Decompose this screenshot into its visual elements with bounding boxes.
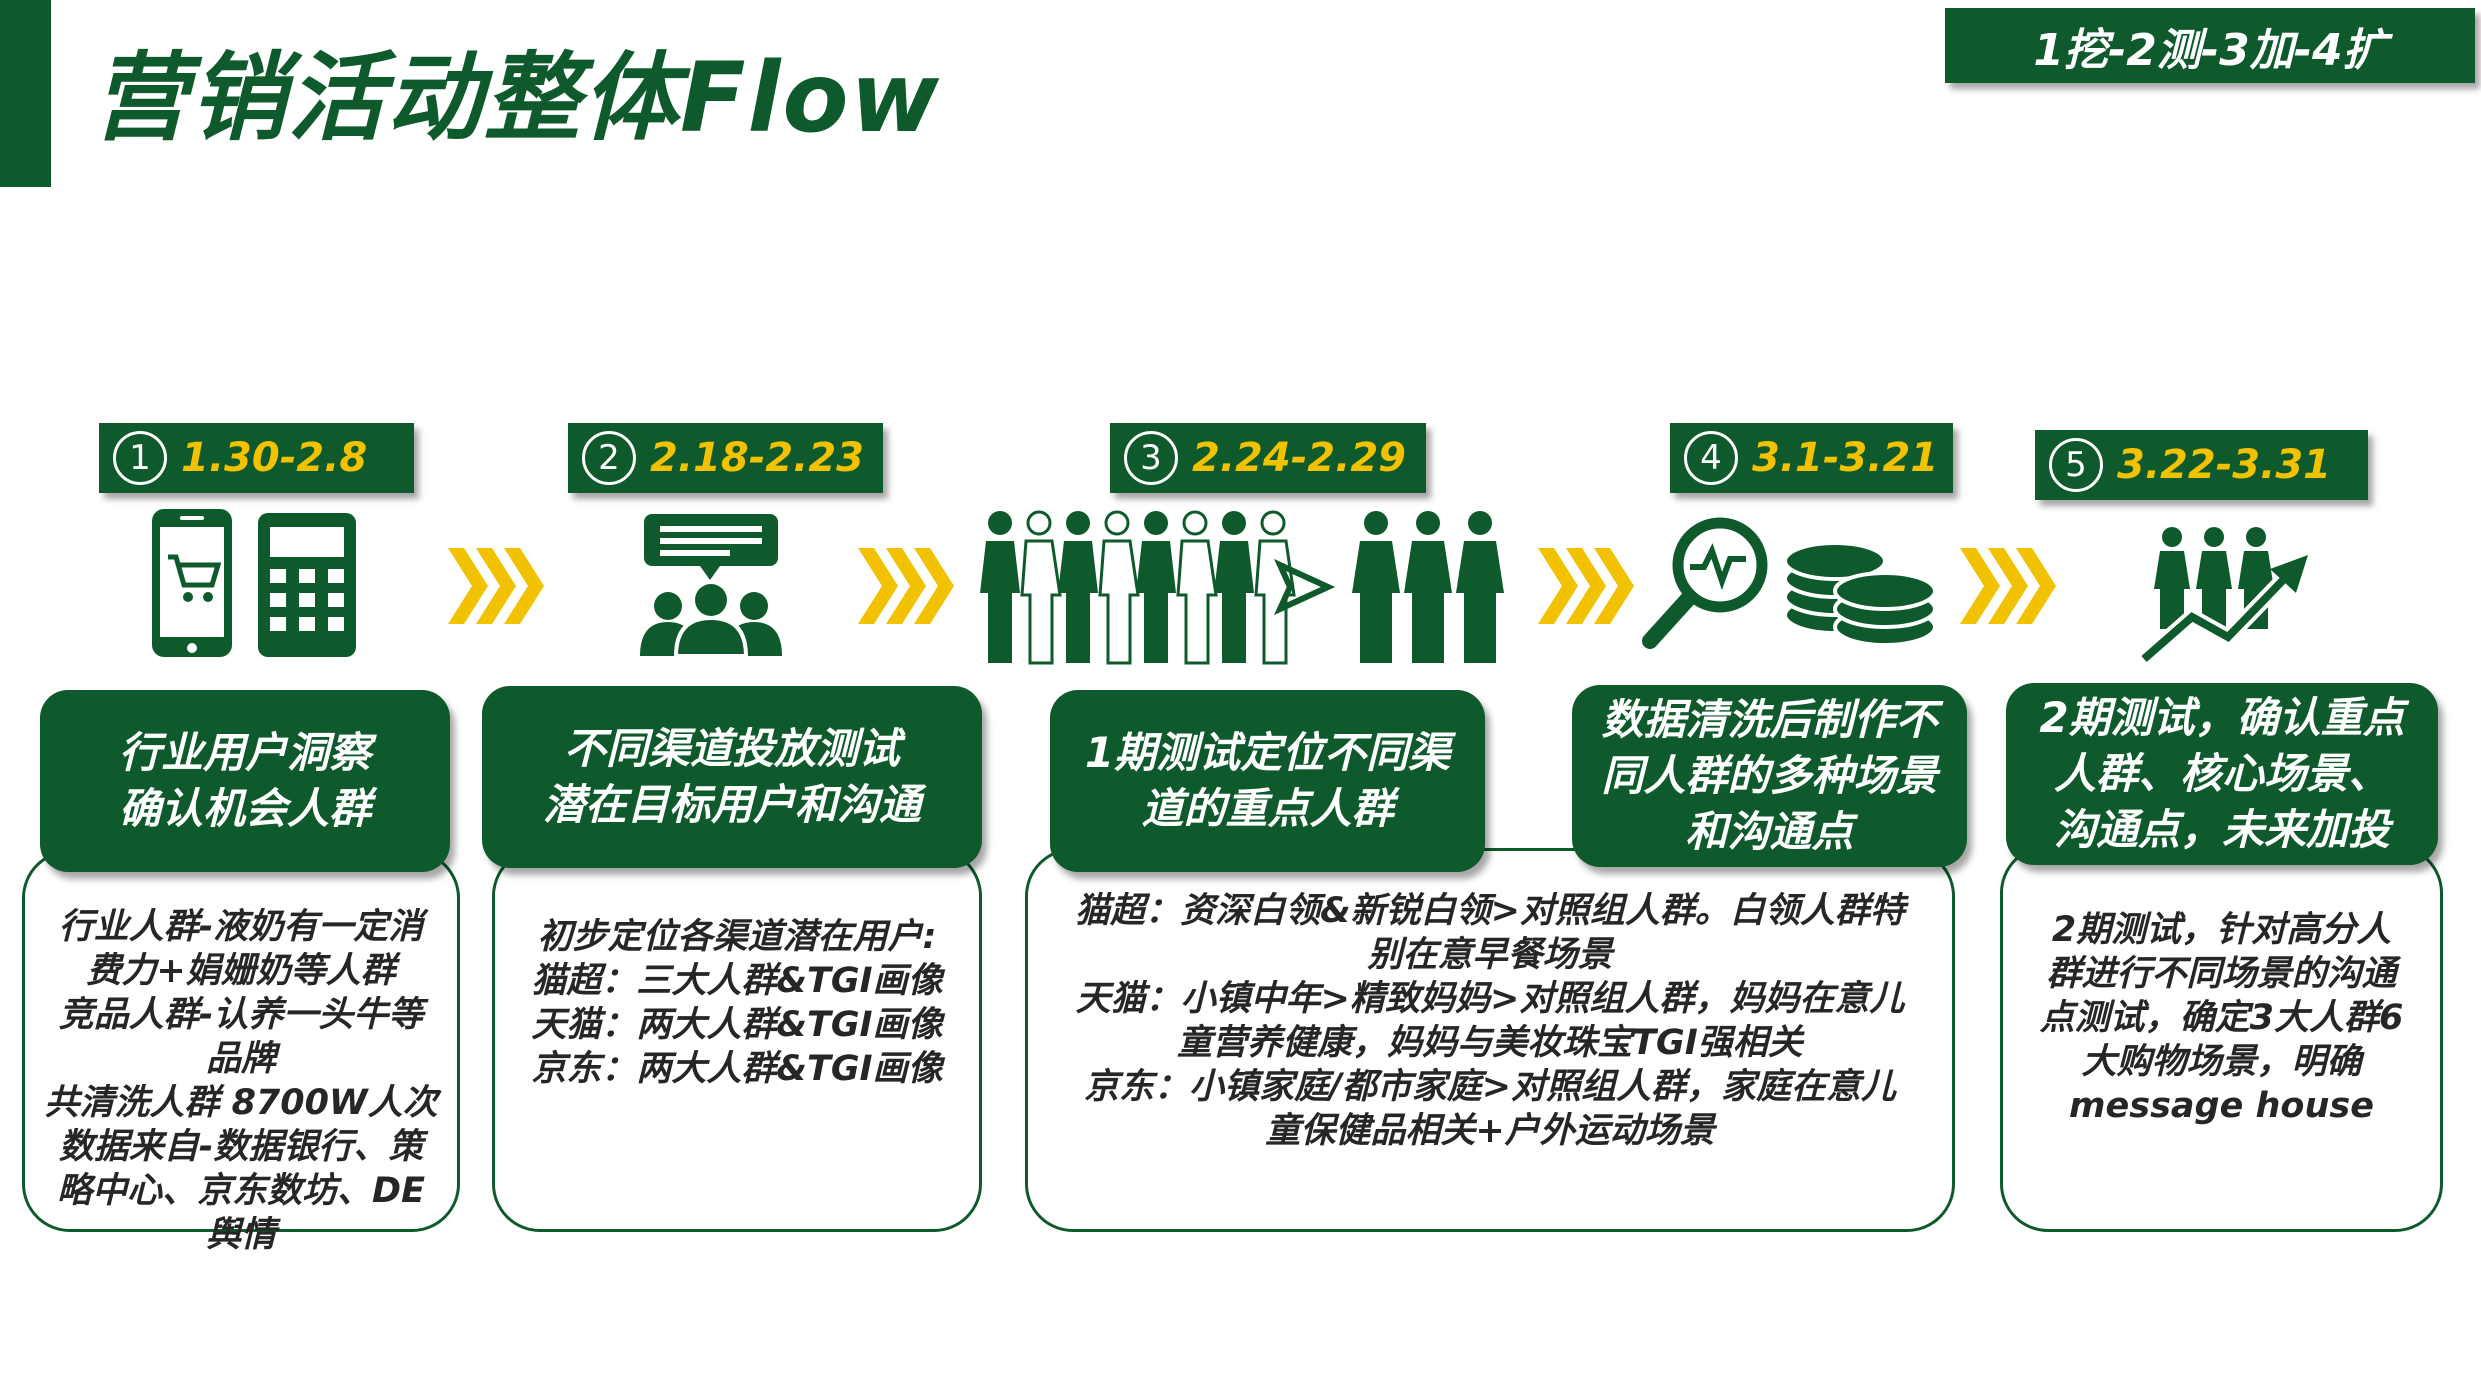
step-4-heading-line: 和沟通点 bbox=[1685, 807, 1854, 856]
step-1-detail-line: 共清洗人群 8700W人次 bbox=[44, 1083, 438, 1123]
step-3-heading-line: 1期测试定位不同渠 bbox=[1084, 728, 1451, 777]
step-3-detail-line: 京东：小镇家庭/都市家庭>对照组人群，家庭在意儿 bbox=[1083, 1067, 1897, 1107]
step-2-heading-line: 不同渠道投放测试 bbox=[563, 724, 900, 773]
step-5-date: 3.22-3.31 bbox=[2117, 442, 2331, 488]
step-3-detail-line: 童保健品相关+户外运动场景 bbox=[1265, 1111, 1715, 1151]
step-5-heading-line: 2期测试，确认重点 bbox=[2039, 693, 2405, 742]
step-5-heading-line: 沟通点，未来加投 bbox=[2053, 805, 2390, 854]
step-1-number: 1 bbox=[113, 431, 167, 485]
page-title: 营销活动整体Flow bbox=[92, 42, 942, 154]
step-1-detail-line: 舆情 bbox=[205, 1215, 276, 1255]
step-5-heading: 2期测试，确认重点 人群、核心场景、 沟通点，未来加投 bbox=[2006, 683, 2438, 865]
group-chat-icon bbox=[640, 514, 782, 658]
step-5-heading-line: 人群、核心场景、 bbox=[2053, 749, 2390, 798]
step-2-detail-line: 猫超：三大人群&TGI画像 bbox=[531, 961, 943, 1001]
step-3-heading: 1期测试定位不同渠 道的重点人群 bbox=[1050, 690, 1485, 872]
step-3-detail-line: 猫超：资深白领&新锐白领>对照组人群。白领人群特 bbox=[1075, 891, 1905, 931]
step-4-heading: 数据清洗后制作不 同人群的多种场景 和沟通点 bbox=[1572, 685, 1967, 867]
step-3-heading-line: 道的重点人群 bbox=[1141, 784, 1394, 833]
step-5-detail-line: message house bbox=[2069, 1086, 2374, 1126]
step-4-date-tag: 4 3.1-3.21 bbox=[1670, 423, 1953, 493]
step-5-detail-line: 点测试，确定3大人群6 bbox=[2039, 998, 2404, 1038]
step-3-date-tag: 3 2.24-2.29 bbox=[1110, 423, 1426, 493]
step-1-detail-line: 品牌 bbox=[205, 1039, 276, 1079]
step-1-detail-line: 竞品人群-认养一头牛等 bbox=[58, 995, 424, 1035]
phone-cart-calculator-icon bbox=[152, 509, 356, 657]
step-2-number: 2 bbox=[582, 431, 636, 485]
step-4-heading-line: 数据清洗后制作不 bbox=[1601, 695, 1938, 744]
step-4-number: 4 bbox=[1684, 431, 1738, 485]
step-4-heading-line: 同人群的多种场景 bbox=[1601, 751, 1938, 800]
step-3-details: 猫超：资深白领&新锐白领>对照组人群。白领人群特 别在意早餐场景 天猫：小镇中年… bbox=[1025, 848, 1955, 1232]
step-1-detail-line: 略中心、京东数坊、DE bbox=[57, 1171, 425, 1211]
step-4-date: 3.1-3.21 bbox=[1752, 435, 1939, 481]
step-3-detail-line: 别在意早餐场景 bbox=[1367, 935, 1613, 975]
step-5-date-tag: 5 3.22-3.31 bbox=[2035, 430, 2368, 500]
step-1-detail-line: 数据来自-数据银行、策 bbox=[58, 1127, 424, 1167]
step-5-detail-line: 大购物场景，明确 bbox=[2081, 1042, 2362, 1082]
chevron-arrow-icon bbox=[858, 548, 954, 624]
step-1-date-tag: 1 1.30-2.8 bbox=[99, 423, 414, 493]
step-1-detail-line: 行业人群-液奶有一定消 bbox=[58, 907, 424, 947]
step-2-detail-line: 京东：两大人群&TGI画像 bbox=[531, 1049, 943, 1089]
step-3-detail-line: 童营养健康，妈妈与美妆珠宝TGI强相关 bbox=[1177, 1023, 1803, 1063]
step-3-number: 3 bbox=[1124, 431, 1178, 485]
step-3-date: 2.24-2.29 bbox=[1192, 435, 1406, 481]
chevron-arrow-icon bbox=[448, 548, 544, 624]
step-2-heading-line: 潜在目标用户和沟通 bbox=[542, 780, 921, 829]
step-2-date: 2.18-2.23 bbox=[650, 435, 864, 481]
crowd-to-group-icon bbox=[980, 510, 1504, 665]
step-5-details: 2期测试，针对高分人 群进行不同场景的沟通 点测试，确定3大人群6 大购物场景，… bbox=[2000, 845, 2443, 1232]
chevron-arrow-icon bbox=[1538, 548, 1634, 624]
step-5-detail-line: 2期测试，针对高分人 bbox=[2051, 910, 2392, 950]
step-1-heading: 行业用户洞察 确认机会人群 bbox=[40, 690, 450, 872]
step-2-detail-line: 初步定位各渠道潜在用户: bbox=[537, 917, 937, 957]
chevron-arrow-icon bbox=[1960, 548, 2056, 624]
step-1-details: 行业人群-液奶有一定消 费力+娟姗奶等人群 竞品人群-认养一头牛等 品牌 共清洗… bbox=[22, 850, 460, 1255]
step-2-details: 初步定位各渠道潜在用户: 猫超：三大人群&TGI画像 天猫：两大人群&TGI画像… bbox=[492, 848, 982, 1232]
method-badge: 1挖-2测-3加-4扩 bbox=[1945, 8, 2475, 83]
step-1-heading-line: 确认机会人群 bbox=[118, 784, 371, 833]
people-growth-icon bbox=[2138, 527, 2308, 666]
analytics-coins-icon bbox=[1642, 517, 1937, 649]
step-2-heading: 不同渠道投放测试 潜在目标用户和沟通 bbox=[482, 686, 982, 868]
step-1-detail-line: 费力+娟姗奶等人群 bbox=[86, 951, 396, 991]
step-2-detail-line: 天猫：两大人群&TGI画像 bbox=[531, 1005, 943, 1045]
step-1-date: 1.30-2.8 bbox=[181, 435, 368, 481]
step-2-date-tag: 2 2.18-2.23 bbox=[568, 423, 883, 493]
step-1-heading-line: 行业用户洞察 bbox=[118, 728, 371, 777]
step-5-detail-line: 群进行不同场景的沟通 bbox=[2046, 954, 2397, 994]
step-5-number: 5 bbox=[2049, 438, 2103, 492]
header-accent-bar bbox=[0, 0, 51, 187]
step-3-detail-line: 天猫：小镇中年>精致妈妈>对照组人群，妈妈在意儿 bbox=[1075, 979, 1905, 1019]
